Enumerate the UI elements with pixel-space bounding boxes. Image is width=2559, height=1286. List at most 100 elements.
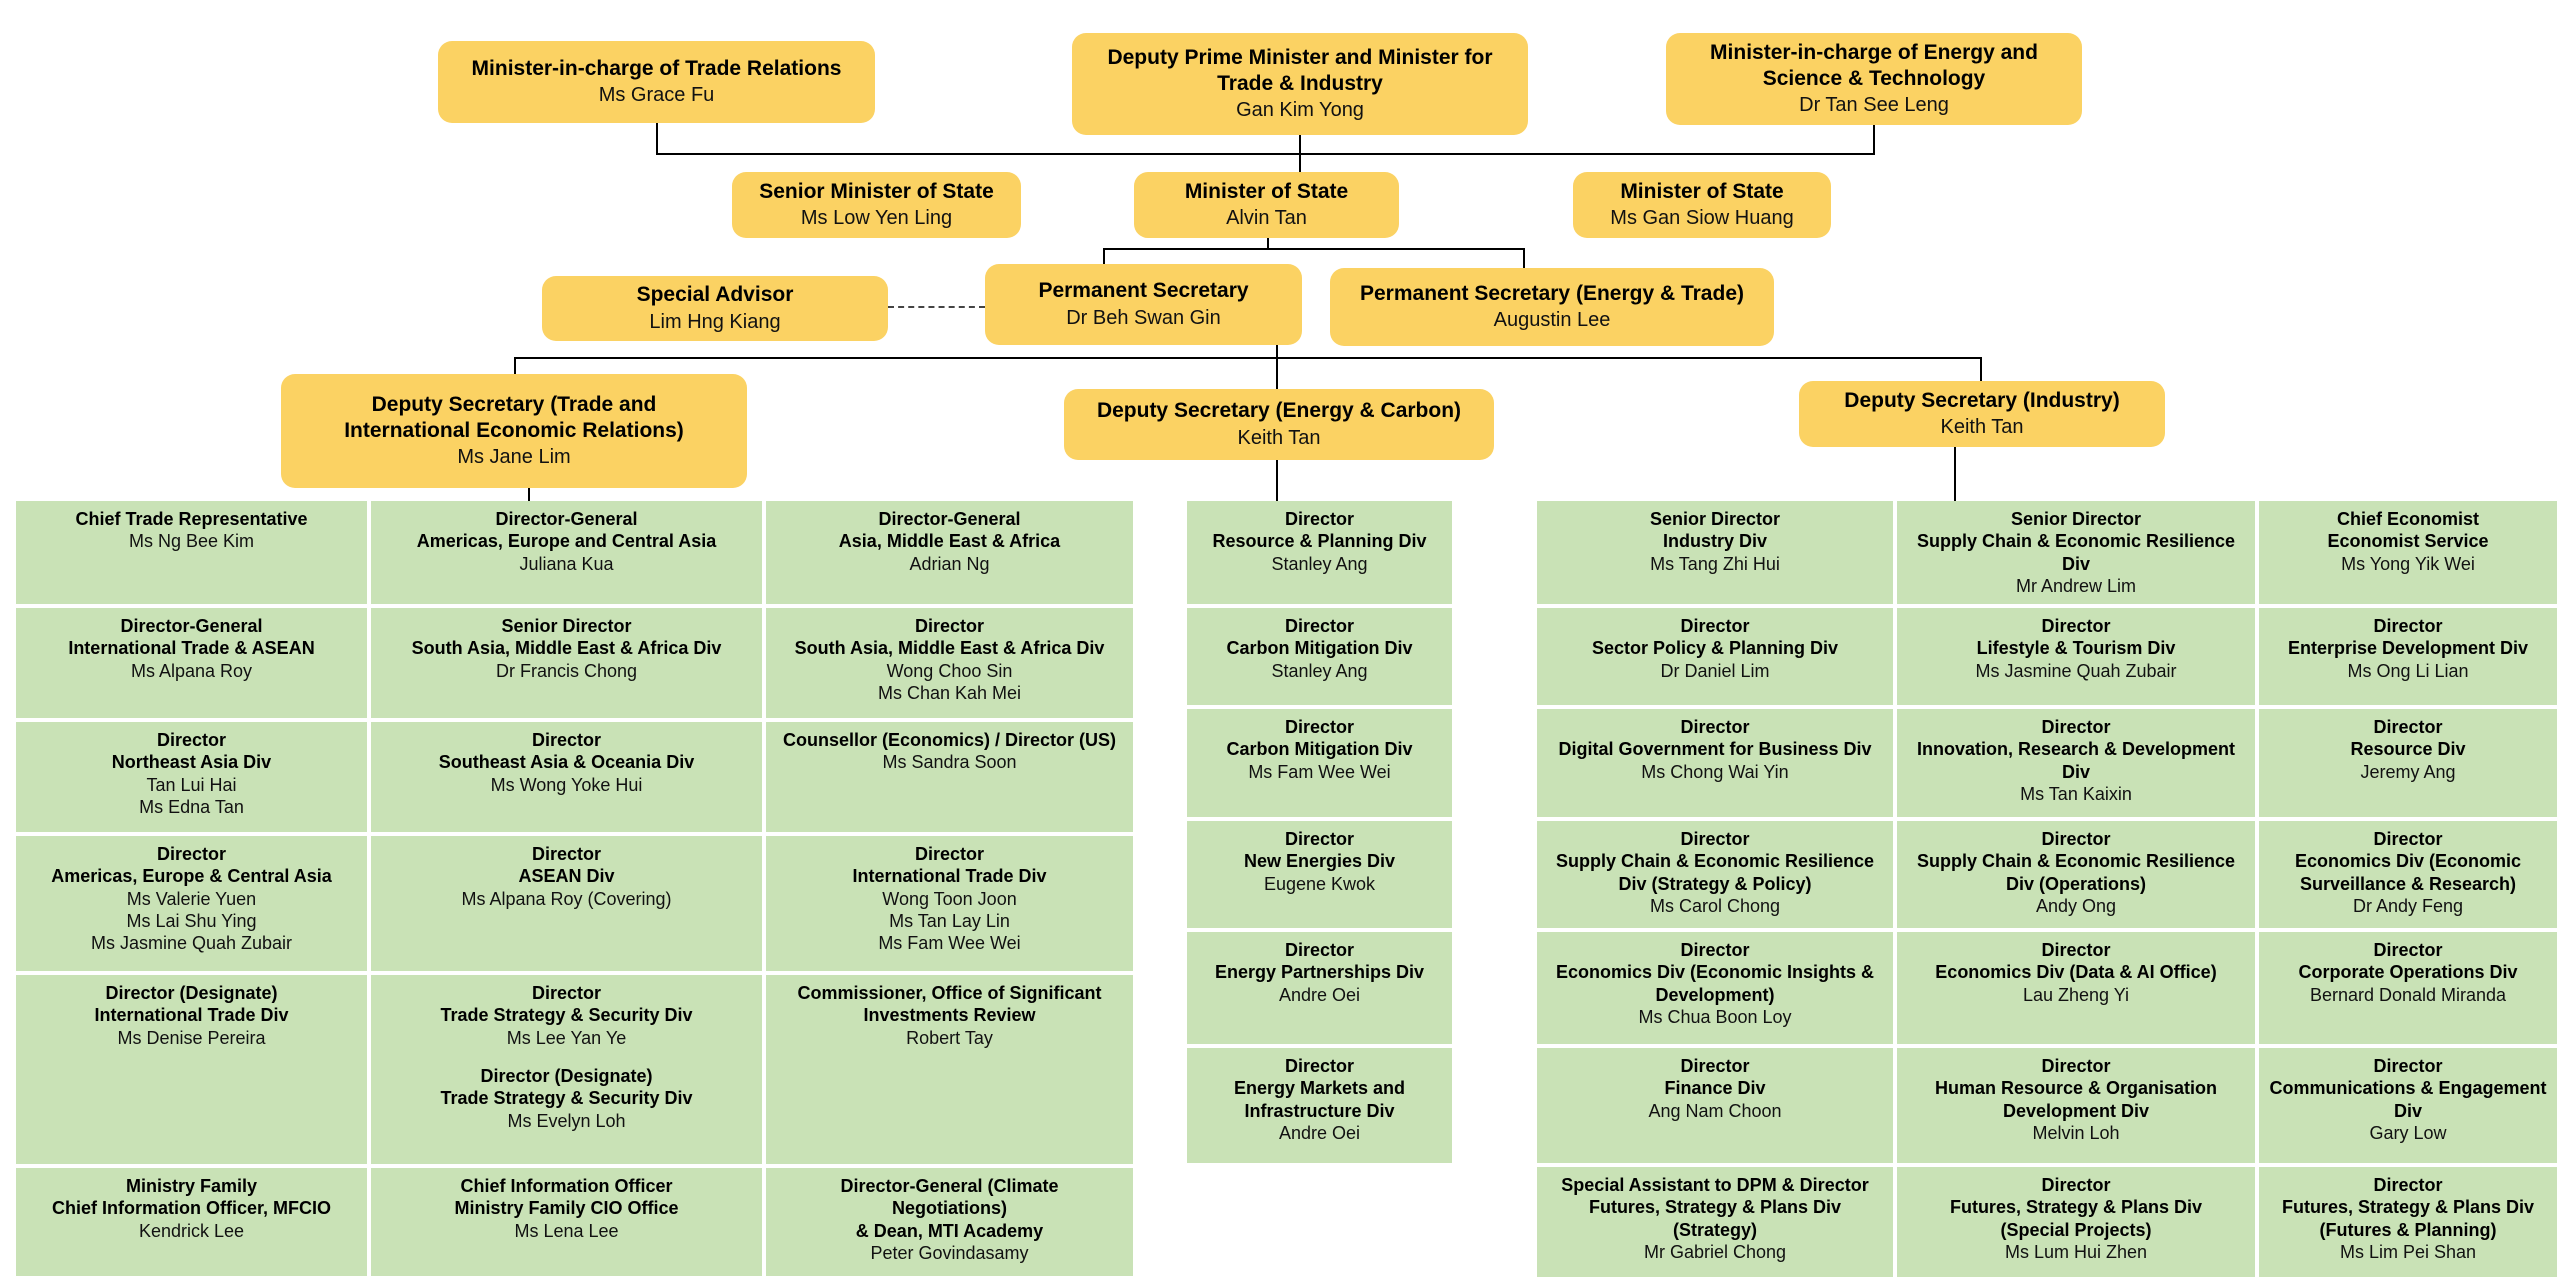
box-deputy-prime-minister: Deputy Prime Minister and Minister for T… [1072, 33, 1528, 135]
cell-title: Chief Information Officer Ministry Famil… [454, 1176, 679, 1219]
cell-title: Director Supply Chain & Economic Resilie… [1916, 829, 2236, 894]
cell-names: Mr Andrew Lim [2015, 575, 2137, 596]
box-title: Permanent Secretary [1038, 279, 1249, 303]
cell-title: Director New Energies Div [1243, 829, 1396, 872]
cell-title: Director Southeast Asia & Oceania Div [438, 730, 695, 773]
cell-title: Director (Designate) Trade Strategy & Se… [440, 1065, 693, 1109]
org-cell: Director Supply Chain & Economic Resilie… [1897, 821, 2255, 928]
connector-line [1276, 345, 1278, 390]
cell-names: Ms Alpana Roy [130, 660, 253, 681]
org-cell: Director Energy Partnerships Div Andre O… [1187, 932, 1452, 1044]
box-title: Minister of State [1184, 179, 1349, 203]
connector-line [1299, 135, 1301, 173]
cell-title: Director Supply Chain & Economic Resilie… [1555, 829, 1875, 894]
org-cell: Director Human Resource & Organisation D… [1897, 1048, 2255, 1163]
cell-names: Ms Carol Chong [1649, 895, 1781, 916]
box-name: Augustin Lee [1493, 309, 1611, 332]
org-cell: Director Sector Policy & Planning Div Dr… [1537, 608, 1893, 705]
org-cell: Director Supply Chain & Economic Resilie… [1537, 821, 1893, 928]
connector-line [1954, 447, 1956, 502]
org-cell: Ministry Family Chief Information Office… [16, 1168, 367, 1276]
cell-names: Ms Fam Wee Wei [1248, 761, 1391, 782]
cell-names: Ms Lee Yan Ye [506, 1027, 627, 1048]
cell-names: Dr Francis Chong [495, 660, 638, 681]
cell-title: Chief Economist Economist Service [2327, 509, 2489, 552]
energy-division-grid: Director Resource & Planning Div Stanley… [1187, 501, 1452, 1163]
cell-names: Ms Denise Pereira [117, 1027, 266, 1048]
org-cell: Chief Economist Economist Service Ms Yon… [2259, 501, 2557, 604]
box-permanent-secretary-energy-trade: Permanent Secretary (Energy & Trade) Aug… [1330, 268, 1774, 346]
org-cell: Director Corporate Operations Div Bernar… [2259, 932, 2557, 1044]
box-special-advisor: Special Advisor Lim Hng Kiang [542, 276, 888, 341]
cell-title: Director South Asia, Middle East & Afric… [794, 616, 1105, 659]
org-cell: Director-General International Trade & A… [16, 608, 367, 718]
cell-title: Director Energy Partnerships Div [1214, 940, 1425, 983]
org-cell: Director Communications & Engagement Div… [2259, 1048, 2557, 1163]
cell-title: Director Communications & Engagement Div [2269, 1056, 2547, 1121]
box-deputy-secretary-industry: Deputy Secretary (Industry) Keith Tan [1799, 381, 2165, 447]
cell-title: Director Energy Markets and Infrastructu… [1233, 1056, 1406, 1121]
org-cell: Director Finance Div Ang Nam Choon [1537, 1048, 1893, 1163]
org-cell: Director Resource & Planning Div Stanley… [1187, 501, 1452, 604]
cell-title: Director Digital Government for Business… [1558, 717, 1872, 760]
connector-line [514, 357, 516, 375]
org-cell: Director ASEAN Div Ms Alpana Roy (Coveri… [371, 836, 762, 971]
org-cell: Special Assistant to DPM & Director Futu… [1537, 1167, 1893, 1277]
cell-title: Director Futures, Strategy & Plans Div (… [1949, 1175, 2203, 1240]
org-cell: Director Futures, Strategy & Plans Div (… [1897, 1167, 2255, 1277]
cell-title: Director Northeast Asia Div [111, 730, 272, 773]
org-cell: Director Economics Div (Economic Surveil… [2259, 821, 2557, 928]
box-name: Lim Hng Kiang [649, 310, 781, 333]
org-cell: Director Economics Div (Economic Insight… [1537, 932, 1893, 1044]
box-name: Alvin Tan [1226, 207, 1307, 230]
cell-names: Ms Sandra Soon [882, 752, 1017, 773]
cell-names: Dr Andy Feng [2352, 895, 2464, 916]
dashed-connector-line [888, 306, 985, 308]
org-cell: Director Digital Government for Business… [1537, 709, 1893, 817]
cell-title: Chief Trade Representative [75, 509, 308, 529]
org-cell: Director Carbon Mitigation Div Ms Fam We… [1187, 709, 1452, 817]
cell-title: Director Economics Div (Economic Surveil… [2294, 829, 2522, 894]
cell-names: Stanley Ang [1271, 553, 1368, 574]
cell-title: Special Assistant to DPM & Director Futu… [1561, 1175, 1869, 1240]
org-cell: Director Economics Div (Data & AI Office… [1897, 932, 2255, 1044]
cell-title: Director Carbon Mitigation Div [1226, 717, 1413, 760]
cell-title: Senior Director South Asia, Middle East … [411, 616, 722, 659]
org-cell: Director New Energies Div Eugene Kwok [1187, 821, 1452, 928]
cell-title: Director Carbon Mitigation Div [1226, 616, 1413, 659]
cell-title: Director-General Americas, Europe and Ce… [416, 509, 717, 552]
org-cell: Director Energy Markets and Infrastructu… [1187, 1048, 1452, 1163]
cell-names: Ms Evelyn Loh [507, 1110, 626, 1131]
cell-names: Ms Alpana Roy (Covering) [461, 888, 672, 909]
box-name: Dr Tan See Leng [1799, 94, 1949, 117]
cell-names: Tan Lui Hai Ms Edna Tan [139, 774, 244, 817]
cell-names: Bernard Donald Miranda [2309, 984, 2507, 1005]
cell-title: Senior Director Industry Div [1649, 509, 1781, 552]
cell-title: Director Futures, Strategy & Plans Div (… [2281, 1175, 2535, 1240]
cell-title: Director Corporate Operations Div [2298, 940, 2518, 983]
org-cell: Director (Designate) International Trade… [16, 975, 367, 1164]
cell-names: Kendrick Lee [138, 1220, 245, 1241]
industry-division-grid: Senior Director Industry Div Ms Tang Zhi… [1537, 501, 2557, 1277]
cell-names: Peter Govindasamy [870, 1242, 1029, 1263]
box-deputy-secretary-trade: Deputy Secretary (Trade and Internationa… [281, 374, 747, 488]
cell-title: Director Innovation, Research & Developm… [1916, 717, 2236, 782]
box-name: Keith Tan [1237, 426, 1321, 449]
box-name: Keith Tan [1940, 416, 2024, 439]
cell-names: Ms Ng Bee Kim [128, 531, 255, 552]
cell-title: Counsellor (Economics) / Director (US) [782, 730, 1117, 750]
cell-title: Director-General Asia, Middle East & Afr… [838, 509, 1061, 552]
org-cell: Director Innovation, Research & Developm… [1897, 709, 2255, 817]
org-cell: Director Enterprise Development Div Ms O… [2259, 608, 2557, 705]
box-name: Ms Jane Lim [457, 446, 571, 469]
connector-line [528, 488, 530, 502]
cell-names: Ms Wong Yoke Hui [490, 774, 643, 795]
cell-title: Director Human Resource & Organisation D… [1934, 1056, 2218, 1121]
cell-names: Ms Lum Hui Zhen [2004, 1241, 2148, 1262]
cell-names: Dr Daniel Lim [1660, 660, 1770, 681]
box-title: Deputy Secretary (Energy & Carbon) [1096, 399, 1462, 423]
org-cell: Director-General Americas, Europe and Ce… [371, 501, 762, 604]
cell-title: Director Americas, Europe & Central Asia [51, 844, 332, 887]
cell-title: Commissioner, Office of Significant Inve… [797, 983, 1102, 1026]
cell-names: Robert Tay [906, 1027, 993, 1048]
